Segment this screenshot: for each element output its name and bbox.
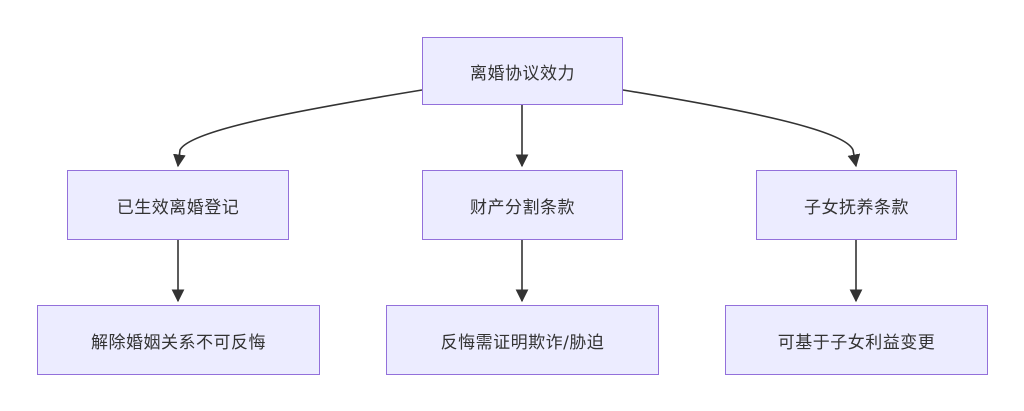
node-child-support: 子女抚养条款 bbox=[756, 170, 957, 240]
node-label: 反悔需证明欺诈/胁迫 bbox=[440, 332, 605, 353]
node-cannot-revoke: 解除婚姻关系不可反悔 bbox=[37, 305, 320, 375]
node-label: 已生效离婚登记 bbox=[116, 197, 240, 218]
node-label: 解除婚姻关系不可反悔 bbox=[91, 332, 266, 353]
node-fraud-proof: 反悔需证明欺诈/胁迫 bbox=[386, 305, 659, 375]
node-child-change: 可基于子女利益变更 bbox=[725, 305, 988, 375]
node-label: 财产分割条款 bbox=[470, 197, 575, 218]
edge-root-to-children bbox=[622, 89, 861, 168]
node-label: 子女抚养条款 bbox=[804, 197, 909, 218]
node-registered-divorce: 已生效离婚登记 bbox=[67, 170, 289, 240]
node-property-division: 财产分割条款 bbox=[422, 170, 623, 240]
edge-root-to-registered bbox=[173, 89, 423, 168]
node-label: 离婚协议效力 bbox=[470, 63, 575, 84]
node-label: 可基于子女利益变更 bbox=[777, 332, 936, 353]
node-divorce-agreement-effect: 离婚协议效力 bbox=[422, 37, 623, 105]
